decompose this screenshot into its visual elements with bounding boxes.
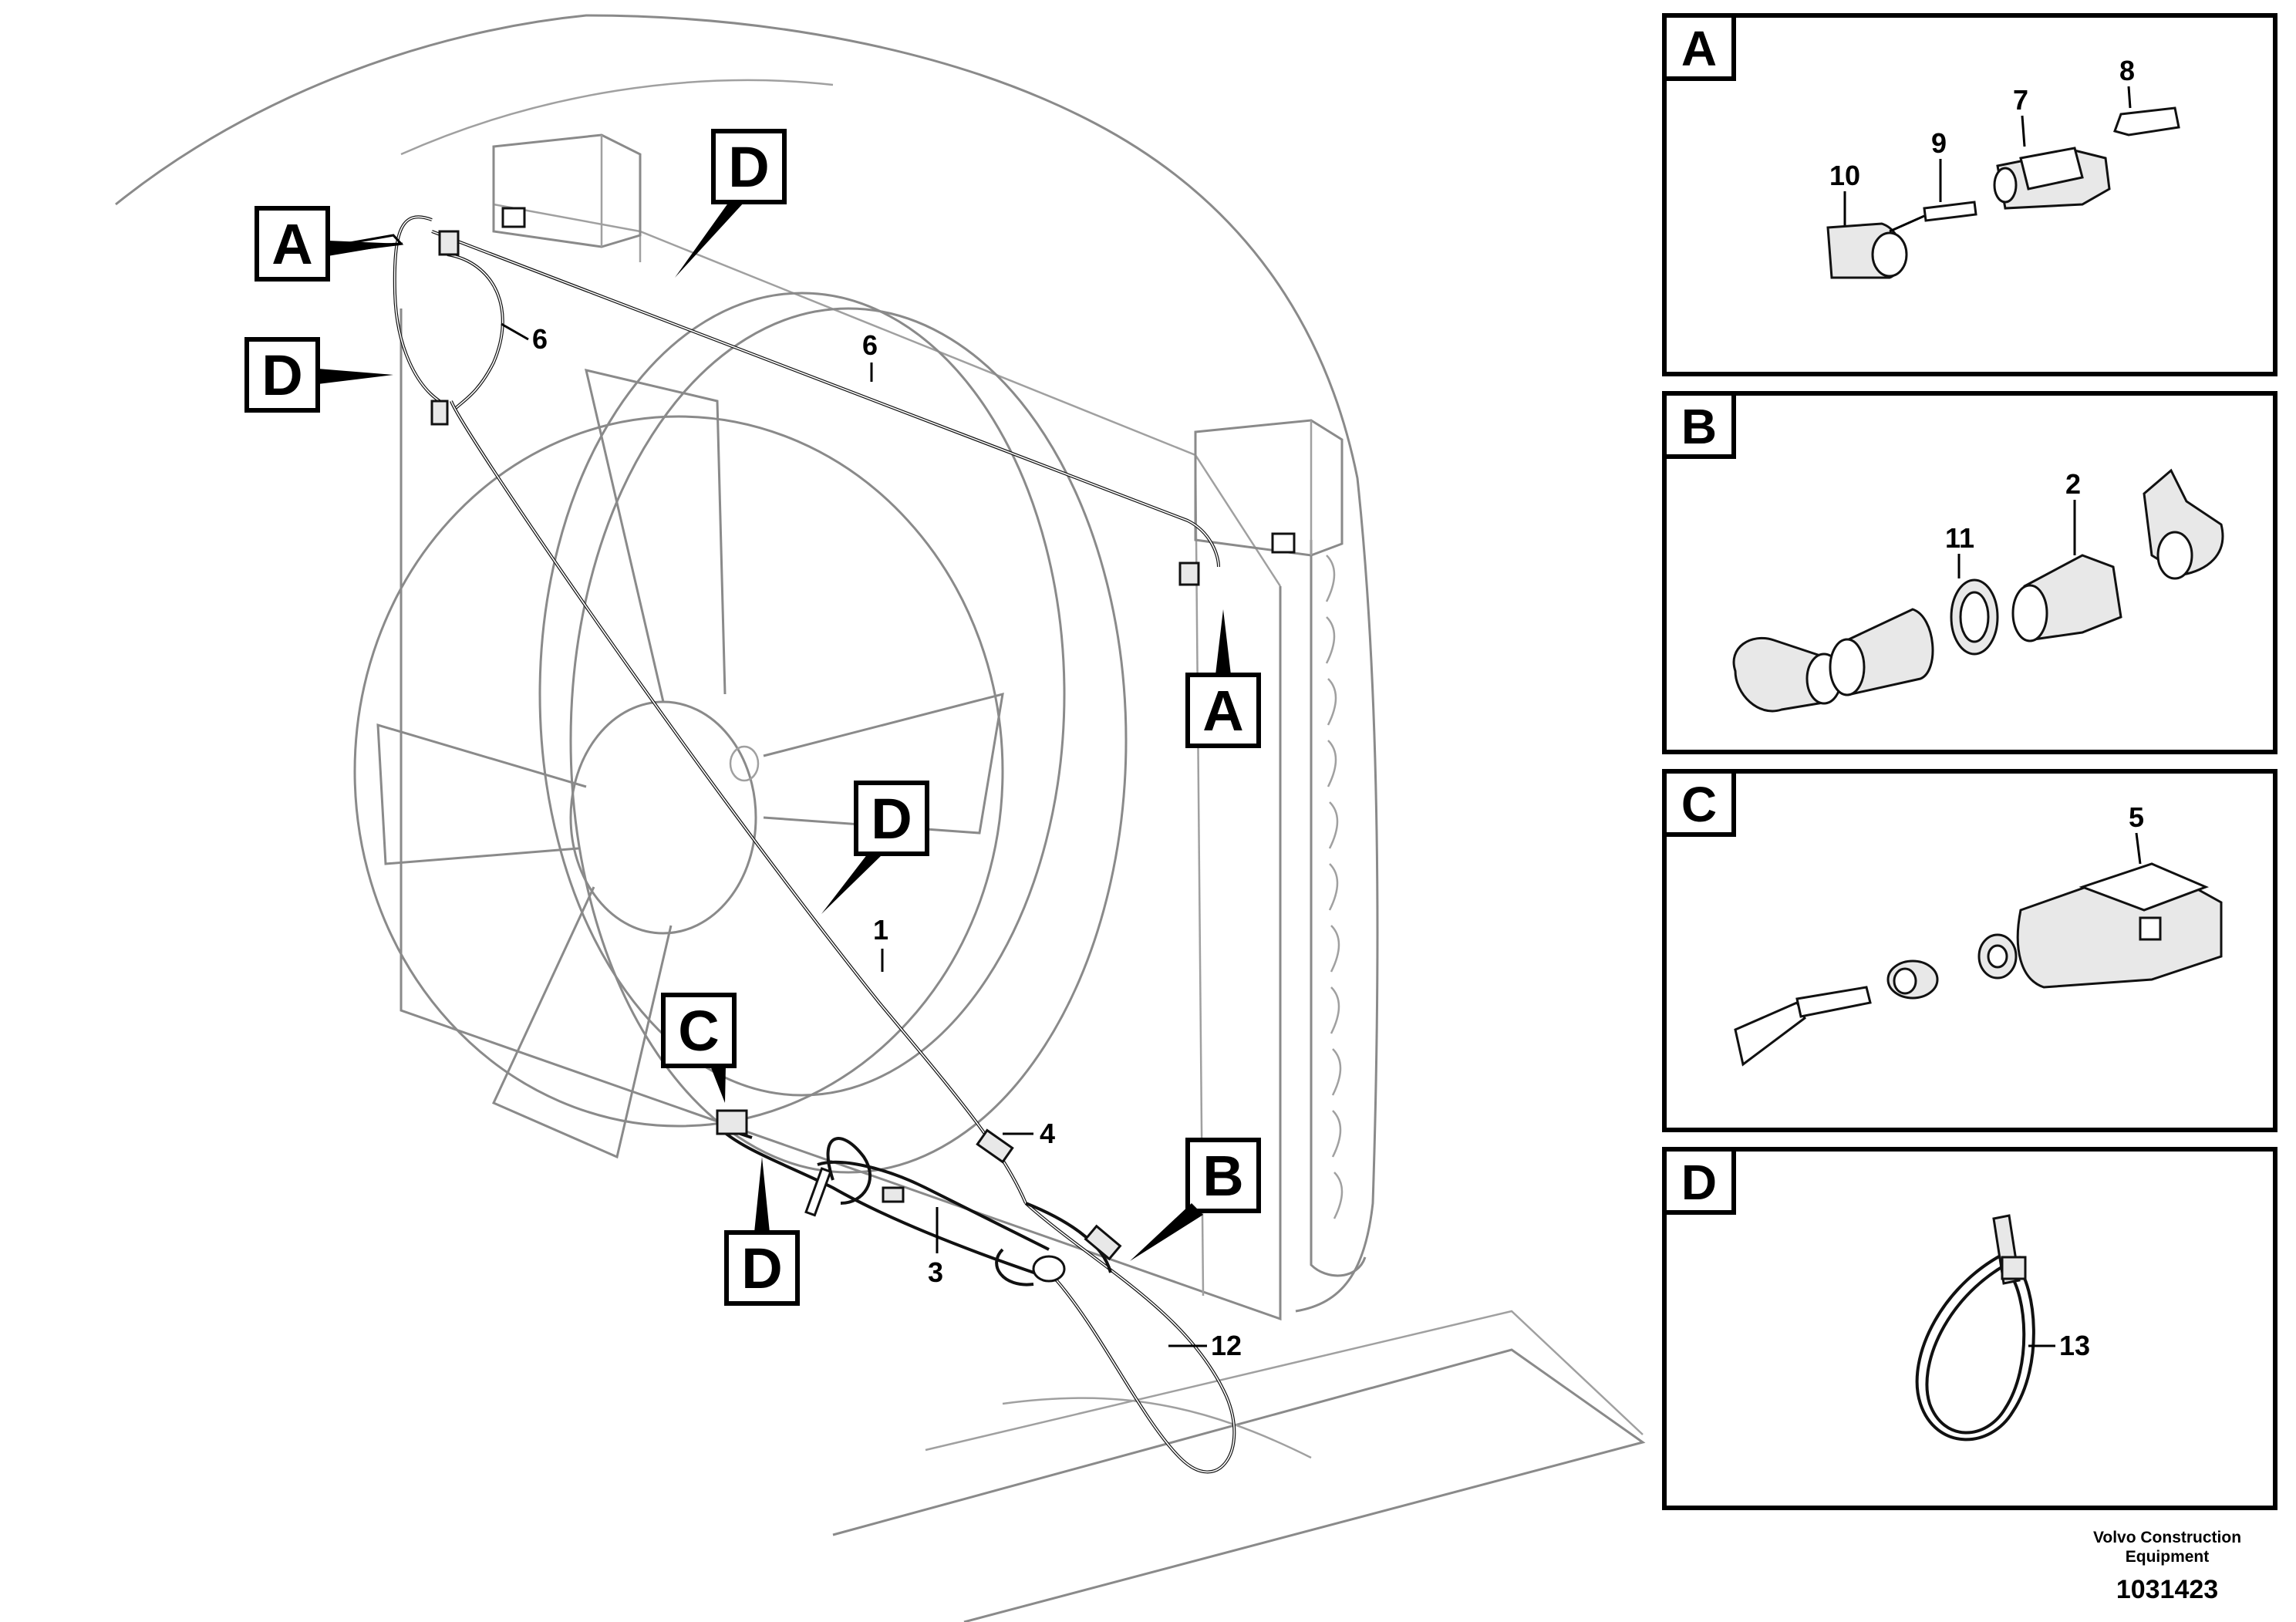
part-number-12: 12 [1211, 1330, 1242, 1361]
part-number: 10 [1829, 160, 1860, 191]
detail-c-part-numbers: 5 [2129, 801, 2144, 865]
detail-letter: B [1681, 399, 1717, 454]
detail-letter: A [1681, 21, 1717, 76]
part-number-1: 1 [873, 914, 888, 946]
callout-label: D [728, 135, 769, 199]
callout-label: D [261, 343, 302, 407]
part-number-3: 3 [928, 1256, 943, 1288]
rib-slots [1325, 555, 1344, 1219]
detail-panel-a: A 8 7 9 10 [1662, 13, 2277, 376]
document-number: 1031423 [2116, 1575, 2218, 1604]
part-number: 9 [1931, 127, 1947, 159]
detail-a-part-numbers: 8 7 9 10 [1829, 55, 2135, 225]
part-number: 11 [1945, 522, 1974, 554]
main-view: A D D A D C B [115, 14, 1646, 1622]
harness-connectors [430, 207, 1296, 1283]
part-number-6-right: 6 [862, 329, 878, 361]
callout-a-top: A [255, 206, 404, 282]
detail-panel-d: D 13 [1662, 1147, 2277, 1510]
detail-letter: D [1681, 1155, 1717, 1210]
part-number: 13 [2059, 1330, 2090, 1361]
wiring-harness [393, 215, 1236, 1474]
cooling-fan [353, 292, 1128, 1174]
part-number-4: 4 [1040, 1118, 1055, 1149]
callout-d-top-mid: D [675, 129, 787, 278]
callout-label: D [741, 1236, 782, 1300]
detail-panel-c: C 5 [1662, 769, 2277, 1132]
detail-panel-b: B 2 11 [1662, 391, 2277, 754]
company-name-line2: Equipment [2126, 1548, 2210, 1566]
part-number: 7 [2013, 84, 2028, 116]
company-name-line1: Volvo Construction [2093, 1529, 2241, 1546]
detail-letter: C [1681, 777, 1717, 832]
callout-label: A [271, 212, 312, 276]
main-part-numbers: 6 6 1 4 3 12 [501, 322, 1242, 1361]
callout-label: B [1202, 1144, 1243, 1208]
footer: Volvo Construction Equipment 1031423 [2093, 1529, 2241, 1604]
detail-b-part-numbers: 2 11 [1945, 468, 2081, 578]
callout-a-right: A [1185, 609, 1261, 748]
part-number-6-left: 6 [532, 323, 548, 355]
round-connector-illustration [1732, 468, 2224, 713]
detail-d-part-numbers: 13 [2028, 1330, 2090, 1361]
callout-d-bottom: D [724, 1157, 800, 1306]
part-number: 5 [2129, 801, 2144, 833]
callout-label: A [1202, 679, 1243, 743]
callout-d-top-left: D [244, 337, 393, 413]
connector-assembly-illustration [1826, 106, 2180, 279]
cable-tie-illustration [1915, 1214, 2035, 1442]
part-number: 2 [2065, 468, 2081, 500]
callout-label: C [678, 999, 719, 1063]
part-number: 8 [2119, 55, 2135, 86]
callout-b-bottom: B [1130, 1138, 1261, 1261]
sealed-connector-illustration [1734, 862, 2223, 1067]
callout-c-bottom: C [661, 993, 737, 1103]
callout-label: D [871, 787, 912, 851]
machine-outline [115, 14, 1646, 1622]
callout-d-middle: D [821, 781, 929, 914]
